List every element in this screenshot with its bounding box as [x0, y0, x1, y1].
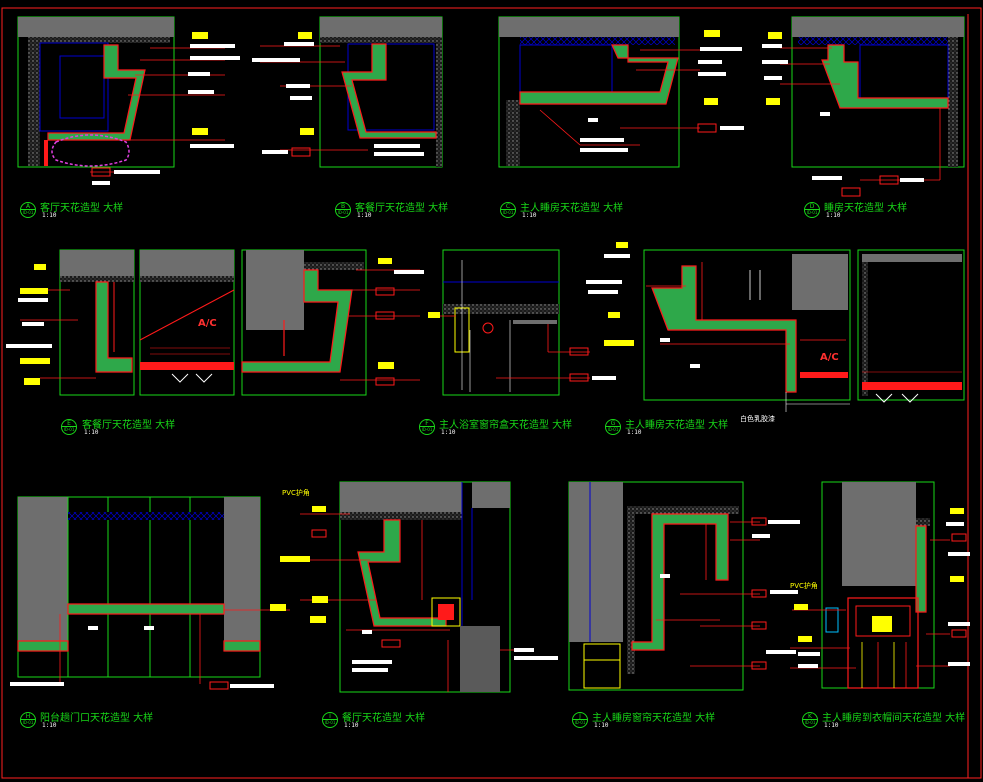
detail-a-sheet: ID-01 — [22, 210, 34, 215]
detail-h-letter: H — [25, 713, 31, 720]
detail-f-letter: F — [425, 420, 429, 427]
detail-d-bubble: D ID-01 — [804, 202, 820, 218]
detail-e-letter: E — [67, 420, 71, 427]
detail-c-scale: 1:10 — [522, 212, 537, 219]
white-latex-note-g: 白色乳胶漆 — [740, 415, 775, 423]
detail-i-bubble: I ID-01 — [322, 712, 338, 728]
detail-f-bubble: F ID-01 — [419, 419, 435, 435]
detail-b-sheet: ID-01 — [337, 210, 349, 215]
detail-a-bubble: A ID-01 — [20, 202, 36, 218]
detail-c-bubble: C ID-01 — [500, 202, 516, 218]
detail-c-title: 主人睡房天花造型 大样 — [520, 203, 624, 214]
detail-i-letter: I — [329, 713, 331, 720]
detail-f-drawing — [428, 249, 616, 396]
detail-d-title: 睡房天花造型 大样 — [824, 203, 908, 214]
detail-k-drawing — [790, 481, 970, 689]
pvc-note-k: PVC护角 — [790, 582, 818, 590]
detail-k-bubble: K ID-01 — [802, 712, 818, 728]
detail-g-title: 主人睡房天花造型 大样 — [625, 420, 729, 431]
detail-b-title: 客餐厅天花造型 大样 — [355, 203, 449, 214]
ac-label-e: A/C — [198, 318, 217, 329]
detail-b-drawing — [252, 16, 443, 168]
detail-i-drawing — [280, 481, 558, 693]
detail-g-bubble: G ID-01 — [605, 419, 621, 435]
detail-j-title: 主人睡房窗帘天花造型 大样 — [592, 713, 716, 724]
detail-g-sheet: ID-01 — [607, 427, 619, 432]
detail-b-scale: 1:10 — [357, 212, 372, 219]
detail-e-title: 客餐厅天花造型 大样 — [82, 420, 176, 431]
detail-h-title: 阳台趟门口天花造型 大样 — [40, 713, 154, 724]
detail-k-letter: K — [808, 713, 812, 720]
sheet-frame — [1, 7, 982, 779]
detail-c-sheet: ID-01 — [502, 210, 514, 215]
detail-e-bubble: E ID-01 — [61, 419, 77, 435]
detail-c-drawing — [498, 16, 744, 168]
detail-h-drawing — [10, 496, 290, 690]
detail-a-letter: A — [25, 203, 31, 210]
detail-h-scale: 1:10 — [42, 722, 57, 729]
detail-e-scale: 1:10 — [84, 429, 99, 436]
detail-f-title: 主人浴室窗帘盒天花造型 大样 — [439, 420, 573, 431]
pvc-note-i: PVC护角 — [282, 489, 310, 497]
detail-g-letter: G — [610, 420, 616, 427]
detail-g-scale: 1:10 — [627, 429, 642, 436]
detail-h-sheet: ID-01 — [22, 720, 34, 725]
detail-k-title: 主人睡房到衣帽间天花造型 大样 — [822, 713, 966, 724]
detail-h-bubble: H ID-01 — [20, 712, 36, 728]
detail-f-scale: 1:10 — [441, 429, 456, 436]
detail-b-bubble: B ID-01 — [335, 202, 351, 218]
detail-d-drawing — [762, 16, 965, 197]
detail-d-letter: D — [809, 203, 815, 210]
detail-k-sheet: ID-01 — [804, 720, 816, 725]
detail-d-sheet: ID-01 — [806, 210, 818, 215]
detail-i-sheet: ID-01 — [324, 720, 336, 725]
detail-k-scale: 1:10 — [824, 722, 839, 729]
detail-j-drawing — [568, 481, 800, 691]
detail-i-title: 餐厅天花造型 大样 — [342, 713, 426, 724]
detail-j-scale: 1:10 — [594, 722, 609, 729]
detail-b-letter: B — [340, 203, 346, 210]
detail-c-letter: C — [505, 203, 511, 210]
detail-j-sheet: ID-01 — [574, 720, 586, 725]
detail-j-letter: J — [579, 713, 581, 720]
detail-i-scale: 1:10 — [344, 722, 359, 729]
detail-a-drawing — [17, 16, 240, 185]
detail-g-drawing — [586, 242, 965, 412]
detail-e-sheet: ID-01 — [63, 427, 75, 432]
ac-label-g: A/C — [820, 352, 839, 363]
detail-d-scale: 1:10 — [826, 212, 841, 219]
detail-a-title: 客厅天花造型 大样 — [40, 203, 124, 214]
detail-e-drawing — [6, 249, 424, 396]
detail-j-bubble: J ID-01 — [572, 712, 588, 728]
detail-f-sheet: ID-01 — [421, 427, 433, 432]
detail-a-scale: 1:10 — [42, 212, 57, 219]
